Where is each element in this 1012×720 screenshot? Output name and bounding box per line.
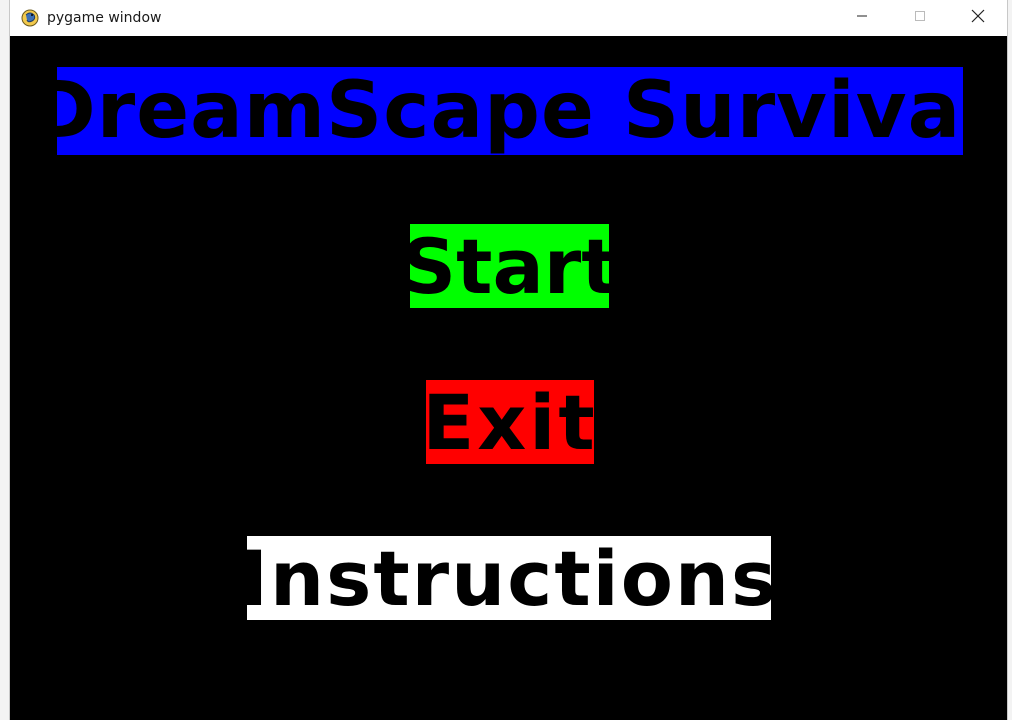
maximize-button[interactable] — [891, 0, 949, 36]
start-button[interactable]: Start — [410, 224, 609, 308]
instructions-button[interactable]: Instructions — [247, 536, 771, 620]
desktop-left-sliver — [0, 0, 9, 720]
close-icon — [971, 9, 985, 28]
window-title: pygame window — [47, 10, 162, 26]
exit-button[interactable]: Exit — [426, 380, 594, 464]
pygame-window: pygame window DreamScape Survival Start … — [9, 0, 1008, 720]
title-bar[interactable]: pygame window — [10, 0, 1007, 36]
minimize-button[interactable] — [833, 0, 891, 36]
game-title-banner: DreamScape Survival — [57, 67, 963, 155]
close-button[interactable] — [949, 0, 1007, 36]
desktop-right-sliver — [1008, 0, 1012, 720]
minimize-icon — [856, 9, 868, 27]
maximize-icon — [914, 9, 926, 27]
pygame-snake-icon — [21, 9, 39, 27]
window-controls — [833, 0, 1007, 36]
game-canvas[interactable]: DreamScape Survival Start Exit Instructi… — [10, 36, 1007, 720]
